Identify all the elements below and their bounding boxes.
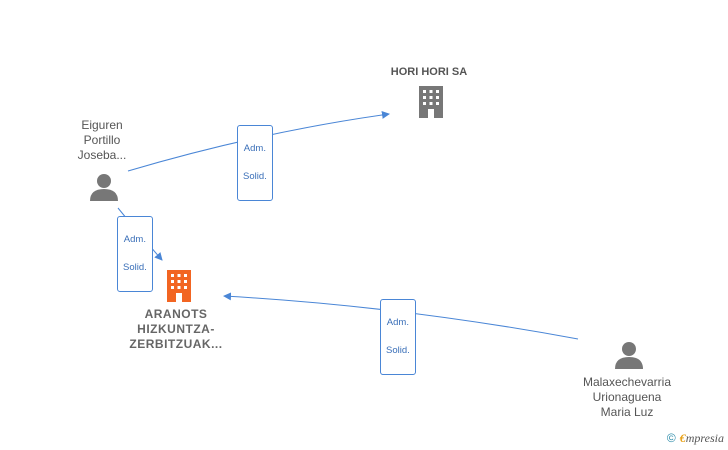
company-name-line: ZERBITZUAK... <box>129 337 223 351</box>
relation-badge-adm-solid[interactable]: Adm. Solid. <box>237 125 273 201</box>
company-name-line: ARANOTS <box>144 307 208 321</box>
brand-initial: € <box>679 431 686 445</box>
relation-line: Solid. <box>123 262 147 273</box>
empresia-brand[interactable]: ©€mpresia <box>667 431 724 446</box>
relation-line: Adm. <box>123 234 146 245</box>
person-name-line: Urionaguena <box>592 390 662 404</box>
copyright-icon: © <box>666 431 676 445</box>
person-name-line: Malaxechevarria <box>582 375 672 389</box>
person-name-line: Joseba... <box>77 148 127 162</box>
company-label-aranots[interactable]: ARANOTS HIZKUNTZA- ZERBITZUAK... <box>116 307 236 352</box>
person-icon[interactable] <box>89 172 119 202</box>
building-icon[interactable] <box>164 268 194 302</box>
relation-badge-adm-solid[interactable]: Adm. Solid. <box>117 216 153 292</box>
relation-line: Adm. <box>386 317 409 328</box>
relation-badge-adm-solid[interactable]: Adm. Solid. <box>380 299 416 375</box>
person-name-line: Eiguren <box>81 118 123 132</box>
person-icon[interactable] <box>614 340 644 370</box>
relation-line: Solid. <box>386 345 410 356</box>
company-name-line: HIZKUNTZA- <box>137 322 215 336</box>
company-label-hori-hori[interactable]: HORI HORI SA <box>390 66 468 78</box>
relation-line: Solid. <box>243 171 267 182</box>
brand-name: mpresia <box>685 431 724 445</box>
person-name-line: Maria Luz <box>600 405 654 419</box>
building-icon[interactable] <box>416 84 446 118</box>
person-label-malaxechevarria[interactable]: Malaxechevarria Urionaguena Maria Luz <box>566 375 688 420</box>
person-name-line: Portillo <box>83 133 121 147</box>
relation-line: Adm. <box>243 143 266 154</box>
person-label-eiguren[interactable]: Eiguren Portillo Joseba... <box>52 118 152 163</box>
